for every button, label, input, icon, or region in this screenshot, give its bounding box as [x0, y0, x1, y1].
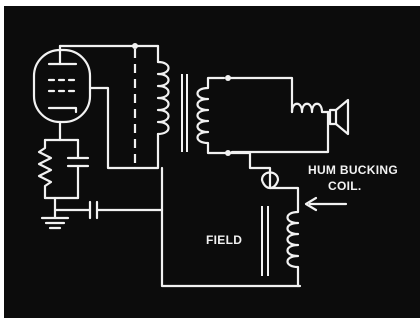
field-label: FIELD [206, 233, 242, 247]
frame-left [0, 0, 4, 322]
coil-label: COIL. [328, 179, 362, 193]
hum-bucking-coil [226, 151, 280, 190]
speaker-icon [328, 98, 350, 136]
junction-dot [132, 43, 138, 49]
secondary-coil [196, 76, 230, 155]
frame-top [0, 0, 420, 6]
voice-coil [290, 102, 330, 114]
primary-coil [156, 60, 170, 136]
cathode-resistor [37, 138, 53, 200]
cathode-capacitor [66, 138, 90, 200]
hum-bucking-label: HUM BUCKING [308, 163, 398, 177]
screen-grid-wire [88, 86, 137, 170]
ground-symbol [40, 196, 70, 230]
arrow-icon [304, 196, 348, 212]
frame-bottom [0, 318, 420, 322]
vacuum-tube [32, 44, 92, 124]
return-wire [160, 208, 302, 288]
field-coil [286, 198, 300, 288]
